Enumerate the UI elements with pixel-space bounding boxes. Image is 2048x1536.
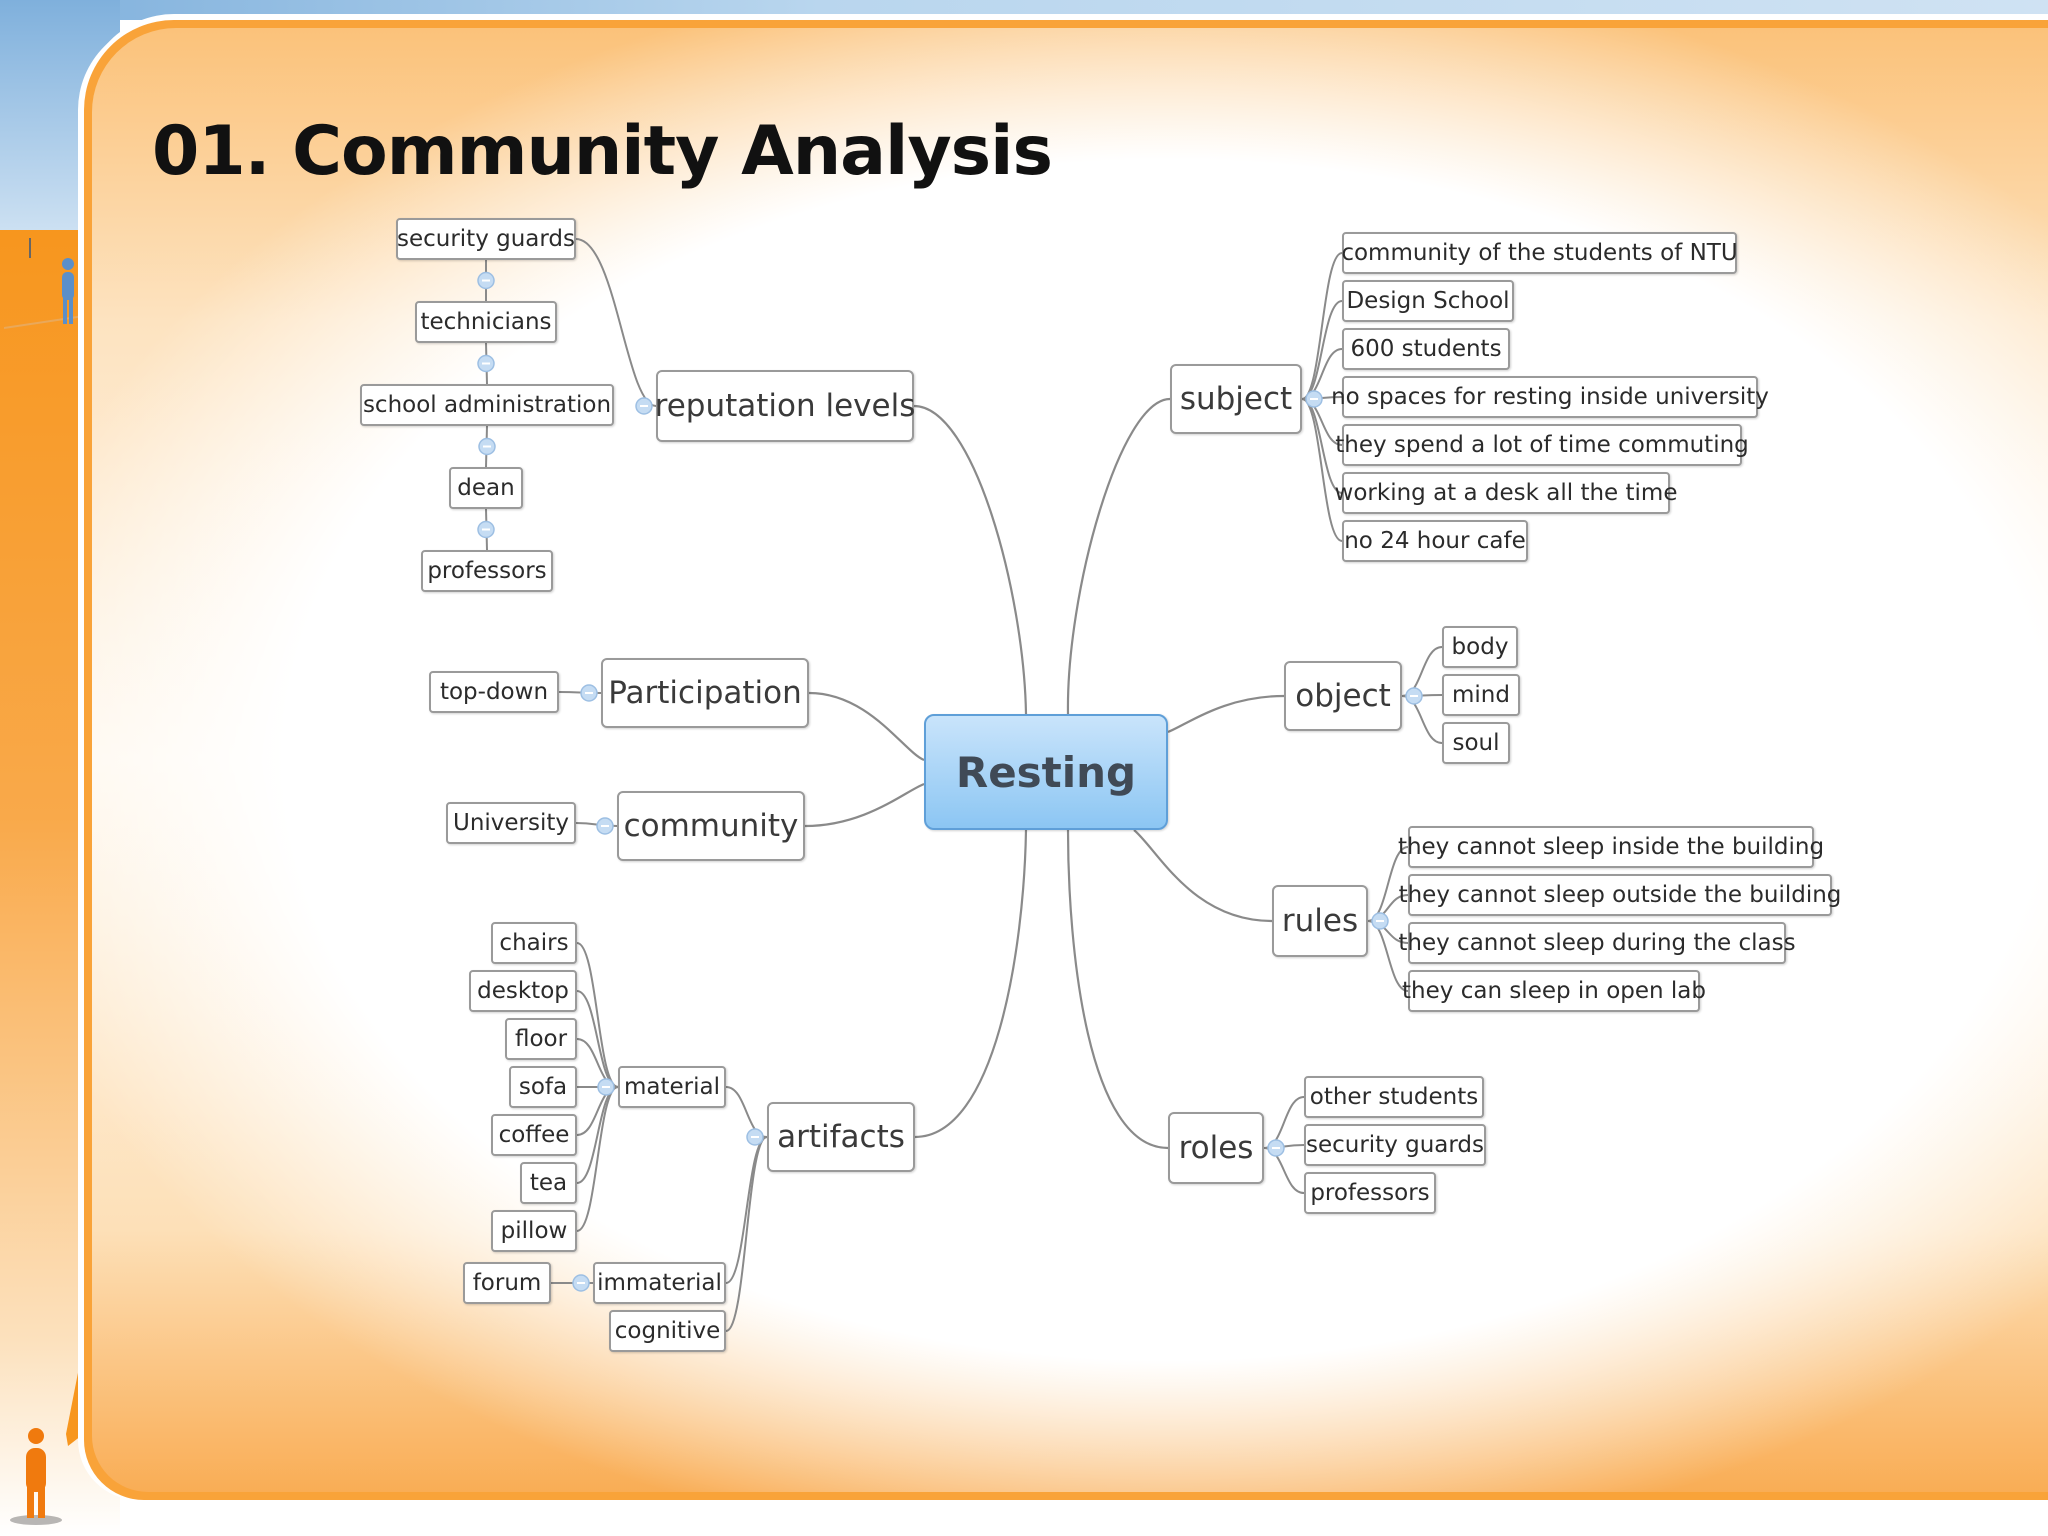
artifacts-line-1 bbox=[725, 1136, 768, 1284]
material-line-5 bbox=[576, 1086, 619, 1184]
artifacts-cognitive[interactable]: cognitive bbox=[609, 1310, 726, 1352]
standing-figure-icon bbox=[4, 238, 84, 329]
artifacts-immaterial[interactable]: immaterial bbox=[593, 1262, 726, 1304]
connector-participation bbox=[808, 691, 925, 762]
roles-item-other-students[interactable]: other students bbox=[1304, 1076, 1484, 1118]
object-line-2 bbox=[1401, 695, 1443, 744]
top-bar bbox=[0, 0, 2048, 20]
branch-community[interactable]: community bbox=[617, 791, 805, 861]
reputation-item-security-guards[interactable]: security guards bbox=[396, 218, 576, 260]
central-topic[interactable]: Resting bbox=[924, 714, 1168, 830]
subject-item-no-spaces[interactable]: no spaces for resting inside university bbox=[1331, 376, 1769, 418]
subject-item-commuting[interactable]: they spend a lot of time commuting bbox=[1335, 424, 1749, 466]
subject-line-0 bbox=[1301, 252, 1343, 400]
material-item-pillow[interactable]: pillow bbox=[491, 1210, 577, 1252]
slide-title: 01. Community Analysis bbox=[152, 112, 1053, 191]
material-line-2 bbox=[576, 1038, 619, 1088]
material-item-chairs[interactable]: chairs bbox=[491, 922, 577, 964]
material-item-sofa[interactable]: sofa bbox=[509, 1066, 577, 1108]
orange-figure-icon bbox=[10, 1342, 86, 1525]
roles-item-professors[interactable]: professors bbox=[1304, 1172, 1436, 1214]
reputation-item-technicians[interactable]: technicians bbox=[415, 301, 557, 343]
rules-item-open-lab[interactable]: they can sleep in open lab bbox=[1402, 970, 1706, 1012]
material-line-1 bbox=[576, 990, 619, 1088]
material-item-coffee[interactable]: coffee bbox=[491, 1114, 577, 1156]
reputation-link-line bbox=[575, 238, 657, 407]
branch-object[interactable]: object bbox=[1284, 661, 1402, 731]
participation-item-top-down[interactable]: top-down bbox=[429, 671, 559, 713]
connector-community bbox=[804, 782, 925, 828]
roles-item-security-guards[interactable]: security guards bbox=[1304, 1124, 1486, 1166]
branch-artifacts[interactable]: artifacts bbox=[767, 1102, 915, 1172]
connector-rules bbox=[1133, 829, 1273, 923]
connector-subject bbox=[1066, 397, 1171, 715]
branch-rules[interactable]: rules bbox=[1272, 885, 1368, 957]
object-item-body[interactable]: body bbox=[1442, 626, 1518, 668]
subject-item-community-of-students[interactable]: community of the students of NTU bbox=[1341, 232, 1738, 274]
material-item-floor[interactable]: floor bbox=[505, 1018, 577, 1060]
connector-roles bbox=[1066, 829, 1169, 1150]
subject-item-design-school[interactable]: Design School bbox=[1342, 280, 1514, 322]
subject-item-working-at-desk[interactable]: working at a desk all the time bbox=[1335, 472, 1677, 514]
roles-line-2 bbox=[1263, 1147, 1305, 1194]
material-item-desktop[interactable]: desktop bbox=[469, 970, 577, 1012]
material-line-4 bbox=[576, 1086, 619, 1136]
roles-line-0 bbox=[1263, 1096, 1305, 1149]
artifacts-material[interactable]: material bbox=[618, 1066, 726, 1108]
community-item-university[interactable]: University bbox=[446, 802, 576, 844]
branch-reputation-levels[interactable]: reputation levels bbox=[655, 370, 915, 442]
connector-reputation-levels bbox=[913, 404, 1028, 715]
object-item-mind[interactable]: mind bbox=[1442, 674, 1520, 716]
subject-item-600-students[interactable]: 600 students bbox=[1342, 328, 1510, 370]
artifacts-line-0 bbox=[725, 1086, 768, 1138]
reputation-item-professors[interactable]: professors bbox=[421, 550, 553, 592]
subject-item-no-24-hour-cafe[interactable]: no 24 hour cafe bbox=[1342, 520, 1528, 562]
artifacts-line-2 bbox=[725, 1136, 768, 1332]
branch-roles[interactable]: roles bbox=[1168, 1112, 1264, 1184]
immaterial-item-forum[interactable]: forum bbox=[463, 1262, 551, 1304]
connector-artifacts bbox=[914, 829, 1028, 1139]
branch-subject[interactable]: subject bbox=[1170, 364, 1302, 434]
reputation-item-dean[interactable]: dean bbox=[449, 467, 523, 509]
rules-item-during-class[interactable]: they cannot sleep during the class bbox=[1398, 922, 1796, 964]
branch-participation[interactable]: Participation bbox=[601, 658, 809, 728]
rules-item-inside-building[interactable]: they cannot sleep inside the building bbox=[1398, 826, 1824, 868]
material-item-tea[interactable]: tea bbox=[520, 1162, 577, 1204]
object-item-soul[interactable]: soul bbox=[1442, 722, 1510, 764]
rules-item-outside-building[interactable]: they cannot sleep outside the building bbox=[1399, 874, 1841, 916]
object-line-0 bbox=[1401, 646, 1443, 697]
reputation-item-school-administration[interactable]: school administration bbox=[360, 384, 614, 426]
connector-object bbox=[1167, 694, 1285, 734]
